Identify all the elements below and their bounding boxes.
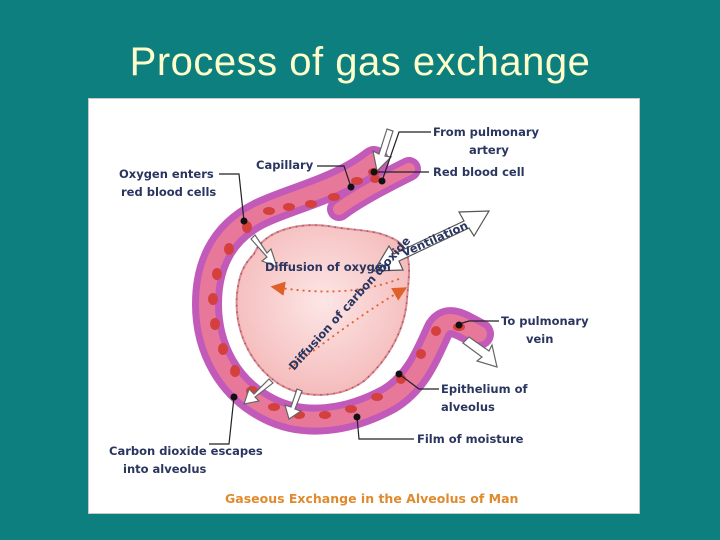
- label-from-pulmonary-artery-line2: artery: [469, 143, 509, 157]
- label-co2-escapes-line1: Carbon dioxide escapes: [109, 444, 263, 458]
- alveolus-illustration: Ventilation Diffusion of oxygen Diffusio…: [89, 99, 639, 513]
- figure-caption: Gaseous Exchange in the Alveolus of Man: [225, 491, 518, 506]
- label-epithelium-line1: Epithelium of: [441, 382, 528, 396]
- ventilation-label: Ventilation: [400, 218, 470, 260]
- gas-exchange-diagram: Ventilation Diffusion of oxygen Diffusio…: [88, 98, 640, 514]
- label-film-of-moisture: Film of moisture: [417, 432, 524, 446]
- label-oxygen-enters-line2: red blood cells: [121, 185, 216, 199]
- label-co2-escapes-line2: into alveolus: [123, 462, 207, 476]
- label-red-blood-cell: Red blood cell: [433, 165, 525, 179]
- label-to-pulmonary-vein-line1: To pulmonary: [501, 314, 589, 328]
- label-to-pulmonary-vein-line2: vein: [526, 332, 553, 346]
- label-capillary: Capillary: [256, 158, 314, 172]
- label-epithelium-line2: alveolus: [441, 400, 495, 414]
- slide-title: Process of gas exchange: [0, 40, 720, 85]
- label-from-pulmonary-artery-line1: From pulmonary: [433, 125, 540, 139]
- label-oxygen-enters-line1: Oxygen enters: [119, 167, 214, 181]
